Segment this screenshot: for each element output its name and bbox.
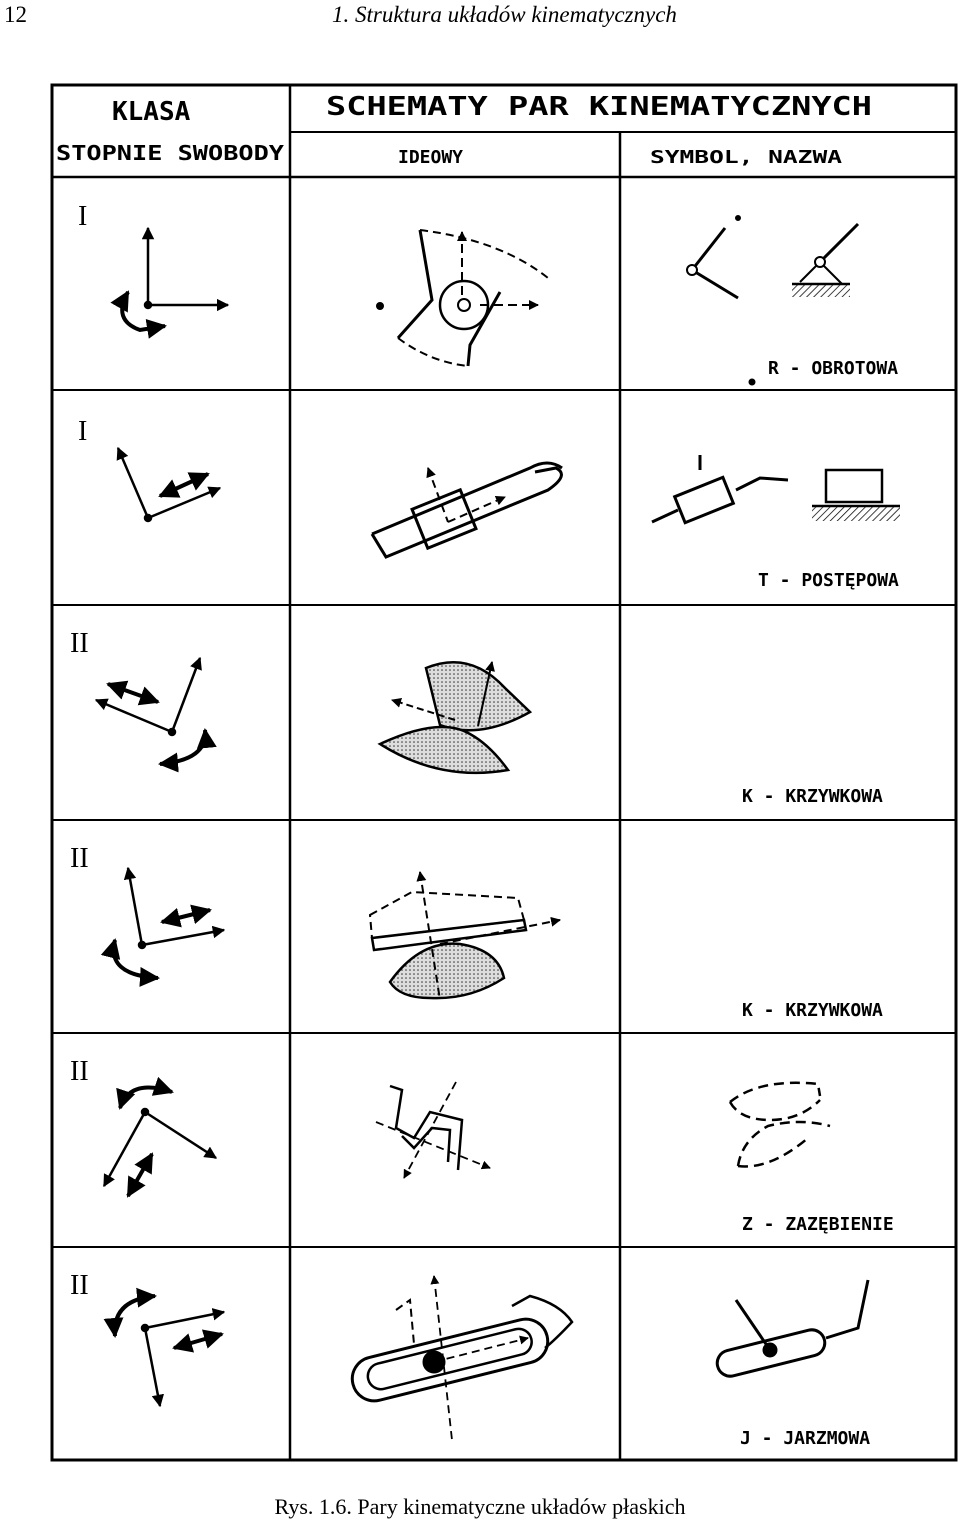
kinematic-pairs-table: KLASA STOPNIE SWOBODY SCHEMATY PAR KINEM… xyxy=(50,83,958,1462)
page-number: 12 xyxy=(4,2,27,27)
row-2-klasa: I xyxy=(78,416,87,447)
row-2-symbol-drawing xyxy=(651,455,900,525)
row-6-klasa: II xyxy=(70,1270,89,1301)
header-schematy: SCHEMATY PAR KINEMATYCZNYCH xyxy=(326,92,872,122)
row-2-dof-drawing xyxy=(116,446,222,523)
header-klasa: KLASA xyxy=(112,97,191,127)
row-5-dof-drawing xyxy=(102,1076,218,1198)
header-symbol-nazwa: SYMBOL, NAZWA xyxy=(650,147,842,168)
row-3-nazwa: K - KRZYWKOWA xyxy=(742,786,883,807)
row-1-nazwa: R - OBROTOWA xyxy=(768,358,898,379)
row-3-dof-drawing xyxy=(94,656,217,773)
header-stopnie-swobody: STOPNIE SWOBODY xyxy=(56,141,284,165)
row-5-ideowy-drawing xyxy=(375,1081,491,1179)
row-4-klasa: II xyxy=(70,843,89,874)
row-1-dof-drawing xyxy=(110,226,230,339)
row-2-ideowy-drawing xyxy=(370,461,563,559)
row-1-ideowy-drawing xyxy=(376,229,549,367)
row-1-symbol-drawing xyxy=(686,215,860,386)
row-6-dof-drawing xyxy=(103,1287,226,1408)
row-2-nazwa: T - POSTĘPOWA xyxy=(758,570,899,591)
row-4-nazwa: K - KRZYWKOWA xyxy=(742,1000,883,1021)
figure-caption: Rys. 1.6. Pary kinematyczne układów płas… xyxy=(274,1494,686,1519)
running-head: 1. Struktura układów kinematycznych xyxy=(332,2,677,27)
row-4-dof-drawing xyxy=(100,866,226,987)
row-4-ideowy-drawing xyxy=(368,871,561,1001)
row-6-nazwa: J - JARZMOWA xyxy=(740,1428,870,1449)
header-ideowy: IDEOWY xyxy=(398,147,463,168)
row-1-klasa: I xyxy=(78,201,87,232)
row-5-symbol-drawing xyxy=(728,1081,831,1168)
row-5-klasa: II xyxy=(70,1056,89,1087)
row-3-ideowy-drawing xyxy=(377,660,533,775)
row-3-klasa: II xyxy=(70,628,89,659)
row-5-nazwa: Z - ZAZĘBIENIE xyxy=(742,1214,894,1235)
row-6-ideowy-drawing xyxy=(350,1275,574,1441)
row-6-symbol-drawing xyxy=(715,1279,870,1378)
table-grid xyxy=(50,83,958,1462)
